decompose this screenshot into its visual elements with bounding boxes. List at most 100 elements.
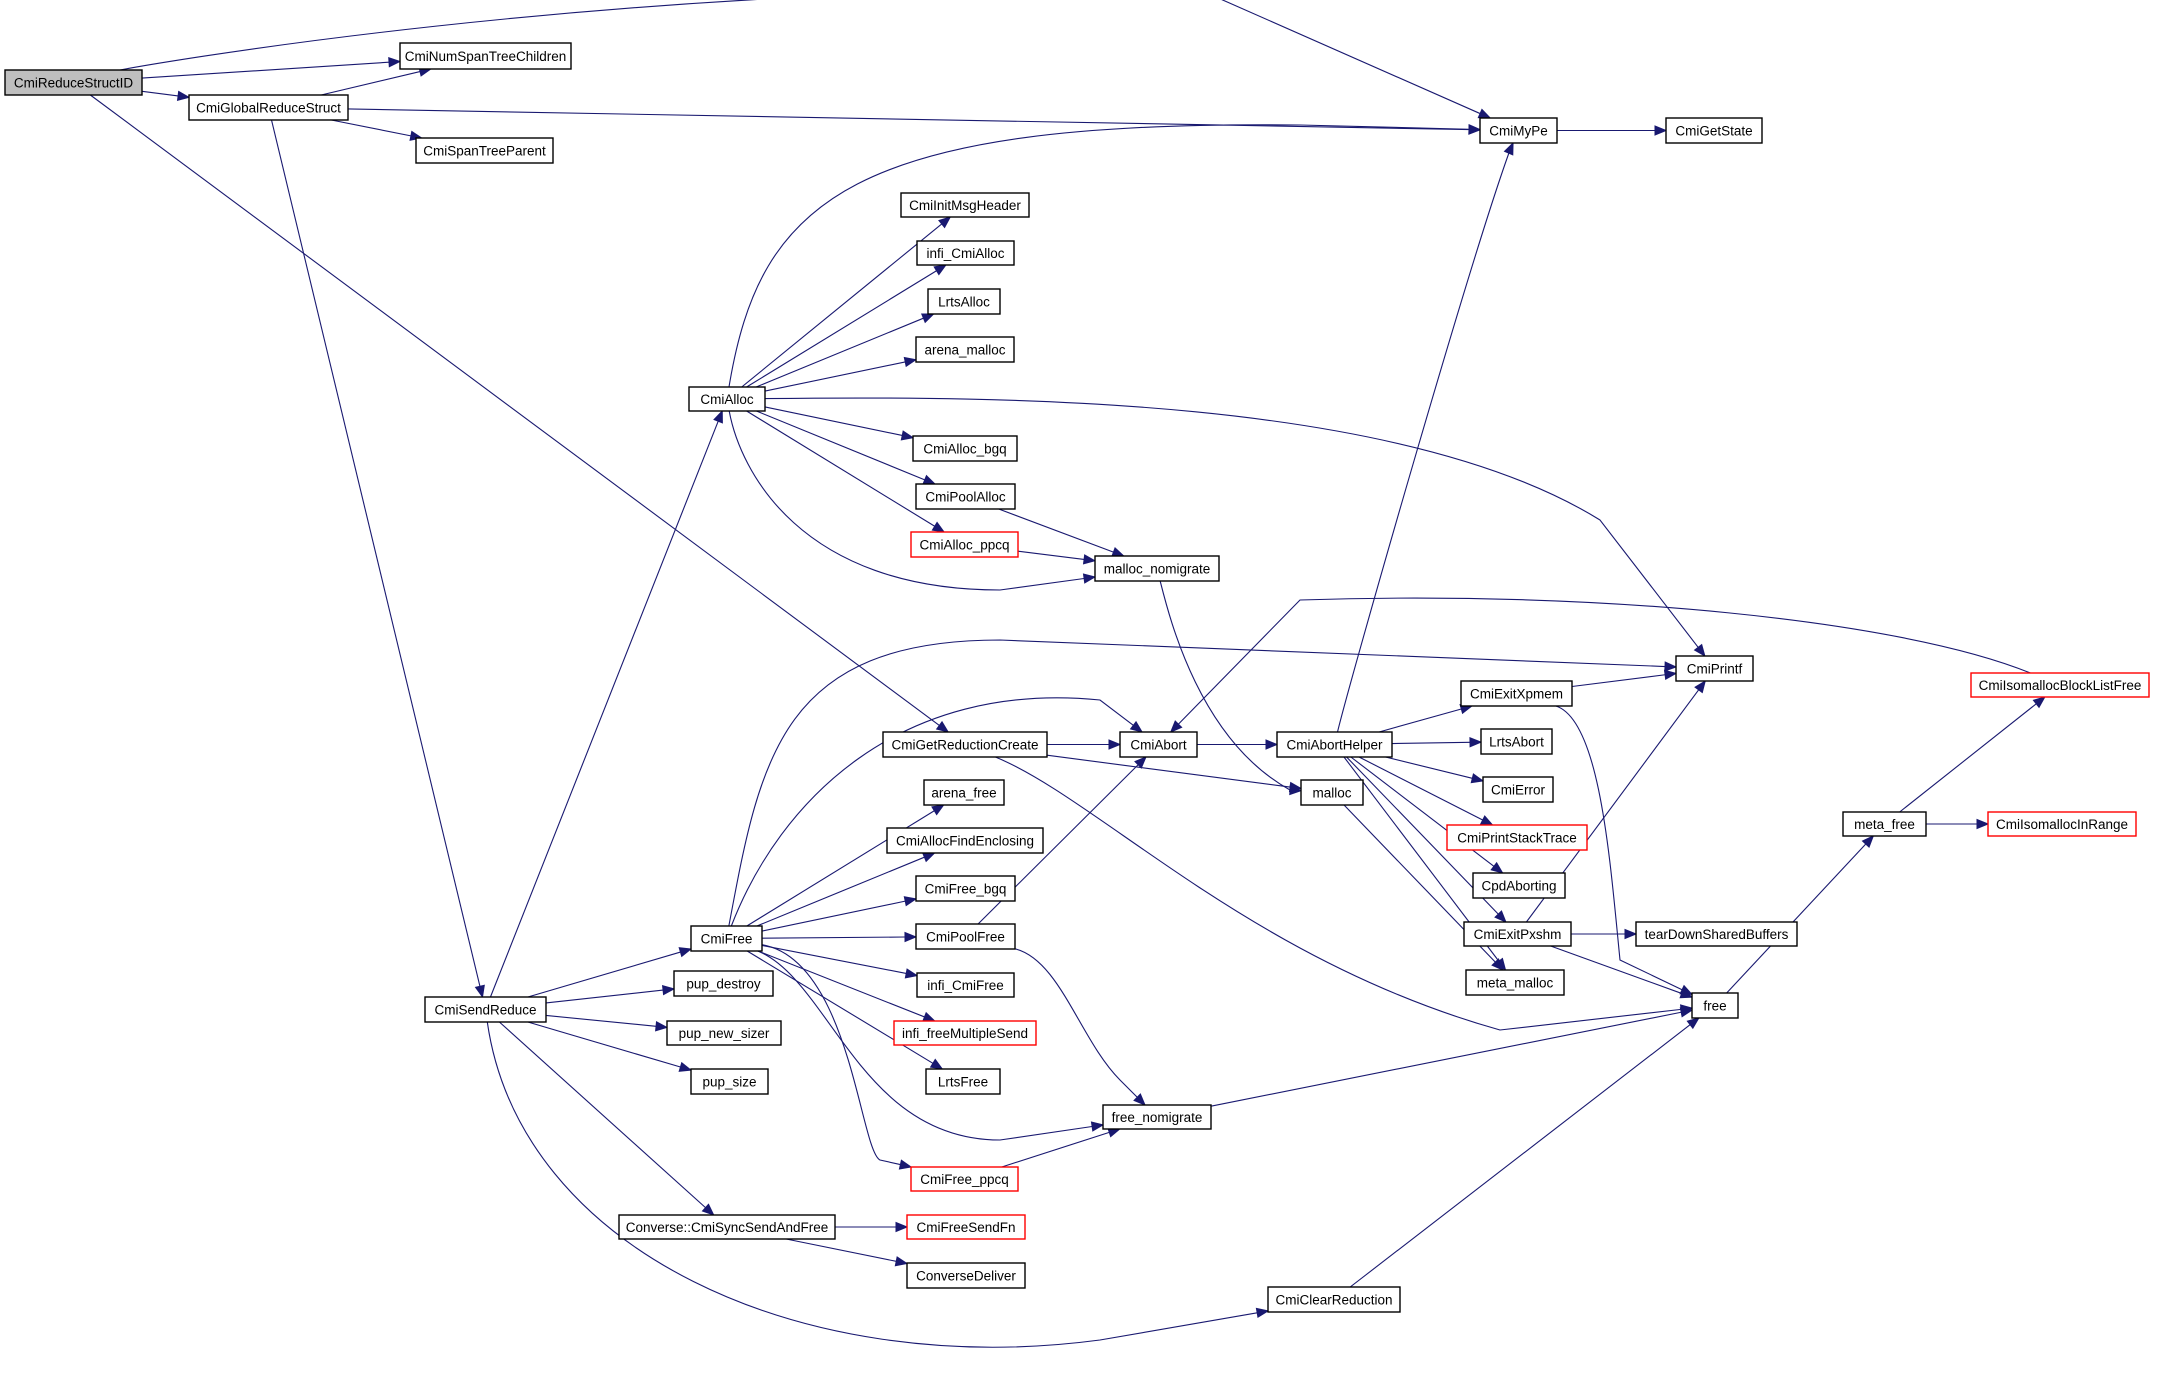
node-box[interactable]: [1480, 728, 1553, 755]
node-CmiClearReduction[interactable]: CmiClearReduction: [1267, 1286, 1401, 1313]
node-box[interactable]: [415, 137, 554, 164]
node-box[interactable]: [1987, 811, 2137, 837]
node-free[interactable]: free: [1691, 992, 1739, 1019]
node-box[interactable]: [424, 996, 547, 1023]
node-box[interactable]: [910, 531, 1019, 558]
node-CmiNumSpanTreeChildren[interactable]: CmiNumSpanTreeChildren: [399, 42, 572, 70]
node-CmiExitXpmem[interactable]: CmiExitXpmem: [1460, 680, 1573, 707]
node-box[interactable]: [915, 336, 1015, 363]
node-infi_freeMultipleSend[interactable]: infi_freeMultipleSend: [893, 1020, 1037, 1046]
node-CpdAborting[interactable]: CpdAborting: [1472, 872, 1566, 899]
node-box[interactable]: [1482, 776, 1554, 803]
node-box[interactable]: [916, 240, 1015, 266]
node-box[interactable]: [1842, 811, 1927, 837]
node-box[interactable]: [618, 1214, 836, 1240]
node-box[interactable]: [906, 1214, 1026, 1240]
node-infi_CmiAlloc[interactable]: infi_CmiAlloc: [916, 240, 1015, 266]
node-meta_free[interactable]: meta_free: [1842, 811, 1927, 837]
node-CmiFreeSendFn[interactable]: CmiFreeSendFn: [906, 1214, 1026, 1240]
node-box[interactable]: [690, 925, 763, 952]
node-arena_malloc[interactable]: arena_malloc: [915, 336, 1015, 363]
node-LrtsFree[interactable]: LrtsFree: [925, 1068, 1001, 1095]
node-box[interactable]: [1635, 921, 1798, 947]
node-CmiIsomallocInRange[interactable]: CmiIsomallocInRange: [1987, 811, 2137, 837]
node-box[interactable]: [1094, 555, 1220, 582]
node-box[interactable]: [923, 779, 1005, 806]
node-CmiError[interactable]: CmiError: [1482, 776, 1554, 803]
node-CmiGetState[interactable]: CmiGetState: [1665, 117, 1763, 144]
node-malloc_nomigrate[interactable]: malloc_nomigrate: [1094, 555, 1220, 582]
node-box[interactable]: [1675, 655, 1754, 682]
node-box[interactable]: [188, 94, 349, 121]
node-tearDownSharedBuffers[interactable]: tearDownSharedBuffers: [1635, 921, 1798, 947]
node-CmiGlobalReduceStruct[interactable]: CmiGlobalReduceStruct: [188, 94, 349, 121]
node-LrtsAlloc[interactable]: LrtsAlloc: [927, 288, 1001, 315]
node-ConverseDeliver[interactable]: ConverseDeliver: [906, 1262, 1026, 1289]
node-CmiPrintStackTrace[interactable]: CmiPrintStackTrace: [1446, 824, 1588, 851]
node-box[interactable]: [1463, 921, 1572, 947]
node-box[interactable]: [910, 1166, 1019, 1192]
node-pup_destroy[interactable]: pup_destroy: [673, 970, 774, 997]
node-CmiPoolAlloc[interactable]: CmiPoolAlloc: [915, 483, 1016, 510]
node-box[interactable]: [666, 1020, 782, 1046]
node-box[interactable]: [886, 827, 1044, 854]
node-CmiAlloc_bgq[interactable]: CmiAlloc_bgq: [912, 435, 1018, 462]
node-CmiAlloc_ppcq[interactable]: CmiAlloc_ppcq: [910, 531, 1019, 558]
node-box[interactable]: [1446, 824, 1588, 851]
node-box[interactable]: [1665, 117, 1763, 144]
node-CmiSpanTreeParent[interactable]: CmiSpanTreeParent: [415, 137, 554, 164]
node-malloc[interactable]: malloc: [1300, 779, 1364, 806]
node-box[interactable]: [1276, 731, 1393, 758]
node-infi_CmiFree[interactable]: infi_CmiFree: [916, 972, 1015, 998]
node-box[interactable]: [4, 69, 143, 96]
node-box[interactable]: [882, 731, 1048, 758]
node-box[interactable]: [673, 970, 774, 997]
node-box[interactable]: [915, 483, 1016, 510]
node-box[interactable]: [1460, 680, 1573, 707]
node-CmiInitMsgHeader[interactable]: CmiInitMsgHeader: [900, 192, 1030, 218]
node-Converse_CmiSyncSendAndFree[interactable]: Converse::CmiSyncSendAndFree: [618, 1214, 836, 1240]
node-box[interactable]: [916, 972, 1015, 998]
node-CmiPoolFree[interactable]: CmiPoolFree: [915, 923, 1016, 950]
node-CmiPrintf[interactable]: CmiPrintf: [1675, 655, 1754, 682]
node-CmiExitPxshm[interactable]: CmiExitPxshm: [1463, 921, 1572, 947]
node-box[interactable]: [927, 288, 1001, 315]
node-box[interactable]: [906, 1262, 1026, 1289]
node-box[interactable]: [893, 1020, 1037, 1046]
node-CmiAllocFindEnclosing[interactable]: CmiAllocFindEnclosing: [886, 827, 1044, 854]
node-box[interactable]: [912, 435, 1018, 462]
node-CmiFree_ppcq[interactable]: CmiFree_ppcq: [910, 1166, 1019, 1192]
node-CmiIsomallocBlockListFree[interactable]: CmiIsomallocBlockListFree: [1970, 672, 2150, 698]
node-pup_size[interactable]: pup_size: [690, 1068, 769, 1095]
node-CmiGetReductionCreate[interactable]: CmiGetReductionCreate: [882, 731, 1048, 758]
node-box[interactable]: [1472, 872, 1566, 899]
node-CmiAbort[interactable]: CmiAbort: [1119, 731, 1198, 758]
node-box[interactable]: [915, 923, 1016, 950]
node-box[interactable]: [399, 42, 572, 70]
node-arena_free[interactable]: arena_free: [923, 779, 1005, 806]
node-box[interactable]: [1465, 969, 1565, 996]
node-box[interactable]: [1119, 731, 1198, 758]
node-CmiMyPe[interactable]: CmiMyPe: [1479, 117, 1558, 144]
node-box[interactable]: [915, 875, 1016, 902]
node-CmiSendReduce[interactable]: CmiSendReduce: [424, 996, 547, 1023]
node-LrtsAbort[interactable]: LrtsAbort: [1480, 728, 1553, 755]
node-CmiFree[interactable]: CmiFree: [690, 925, 763, 952]
node-CmiAlloc[interactable]: CmiAlloc: [688, 386, 766, 412]
node-CmiFree_bgq[interactable]: CmiFree_bgq: [915, 875, 1016, 902]
node-box[interactable]: [690, 1068, 769, 1095]
node-box[interactable]: [1102, 1104, 1212, 1130]
node-box[interactable]: [1267, 1286, 1401, 1313]
node-free_nomigrate[interactable]: free_nomigrate: [1102, 1104, 1212, 1130]
node-meta_malloc[interactable]: meta_malloc: [1465, 969, 1565, 996]
node-box[interactable]: [1300, 779, 1364, 806]
node-box[interactable]: [900, 192, 1030, 218]
node-box[interactable]: [1691, 992, 1739, 1019]
node-box[interactable]: [688, 386, 766, 412]
node-box[interactable]: [1479, 117, 1558, 144]
node-CmiReduceStructID[interactable]: CmiReduceStructID: [4, 69, 143, 96]
node-box[interactable]: [925, 1068, 1001, 1095]
node-box[interactable]: [1970, 672, 2150, 698]
node-pup_new_sizer[interactable]: pup_new_sizer: [666, 1020, 782, 1046]
node-CmiAbortHelper[interactable]: CmiAbortHelper: [1276, 731, 1393, 758]
